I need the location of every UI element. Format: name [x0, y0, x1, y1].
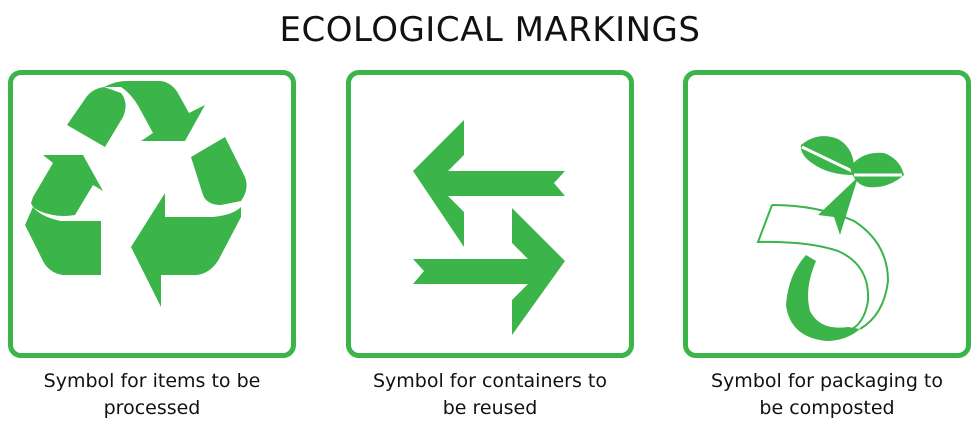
caption-line: be composted: [759, 397, 895, 419]
caption-line: Symbol for items to be: [43, 370, 261, 392]
caption-recycle: Symbol for items to be processed: [2, 368, 302, 422]
page-title: ECOLOGICAL MARKINGS: [279, 10, 701, 50]
caption-line: processed: [103, 397, 201, 419]
caption-line: Symbol for packaging to: [711, 370, 943, 392]
recycle-icon: [25, 81, 247, 307]
recycle-symbol-card: [8, 70, 296, 358]
compost-seedling-icon: [756, 136, 904, 341]
reuse-arrows-icon: [413, 120, 565, 335]
compost-symbol-card: [683, 70, 971, 358]
caption-line: be reused: [442, 397, 538, 419]
caption-compost: Symbol for packaging to be composted: [677, 368, 977, 422]
caption-line: Symbol for containers to: [372, 370, 608, 392]
reuse-symbol-card: [346, 70, 634, 358]
caption-reuse: Symbol for containers to be reused: [340, 368, 640, 422]
